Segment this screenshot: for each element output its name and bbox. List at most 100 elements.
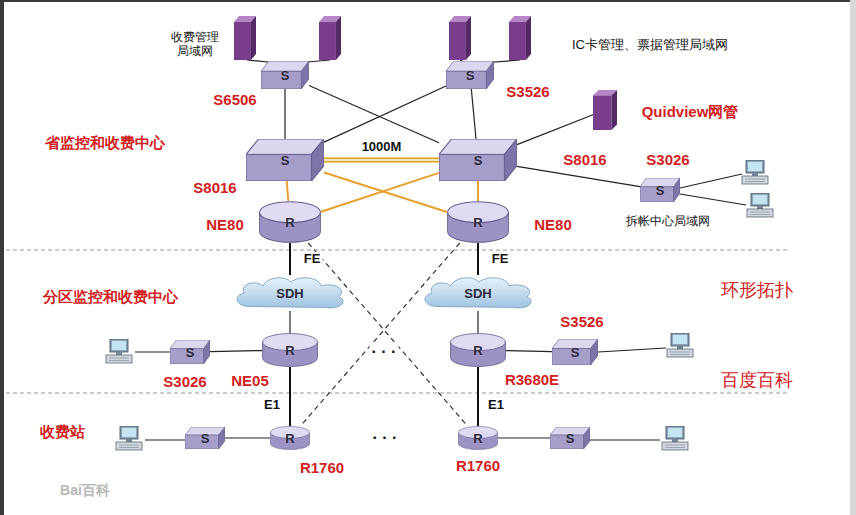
annotation-text: 拆帐中心局域网 [626, 215, 710, 229]
pc-icon [747, 193, 773, 217]
annotation-text: 环形拓扑 [721, 280, 793, 301]
server-shape [593, 90, 617, 130]
switch-shape [246, 139, 324, 181]
server-icon [509, 16, 531, 60]
device-model: S3026 [644, 152, 691, 169]
device-letter: R [450, 333, 506, 367]
network-link [477, 311, 478, 333]
pc-icon [106, 339, 132, 363]
switch-node: SS3026 [170, 340, 210, 364]
switch-node: S [185, 427, 225, 449]
annotation-text: 收费站 [40, 423, 85, 440]
switch-node: SS3526 [446, 61, 494, 89]
network-link [284, 89, 285, 139]
device-letter: R [458, 426, 498, 450]
network-link [498, 437, 550, 438]
cloud-node: SDH [418, 275, 538, 311]
device-model: R3680E [503, 372, 561, 389]
switch-node: S [550, 427, 590, 449]
device-model: NE80 [532, 217, 574, 234]
switch-node: SS8016 [439, 139, 517, 181]
network-name: SDH [418, 275, 538, 311]
device-model: S3526 [558, 314, 605, 331]
router-node: RNE05 [262, 333, 318, 367]
network-link [309, 86, 439, 143]
server-icon [449, 16, 471, 60]
server-icon [319, 16, 341, 60]
zone-separator [6, 250, 790, 251]
annotation-text: 百度百科 [721, 370, 793, 391]
network-link [477, 243, 479, 275]
network-name: SDH [230, 275, 350, 311]
network-link [289, 243, 291, 275]
double-line-inner [324, 159, 439, 160]
device-model: R1760 [454, 458, 502, 475]
switch-shape [170, 340, 210, 364]
network-link [289, 311, 290, 333]
network-link [289, 367, 291, 426]
server-node: Quidview网管 [593, 90, 617, 130]
device-letter: S [185, 427, 225, 449]
annotation-text: IC卡管理、票据管理局域网 [572, 38, 728, 53]
network-link [324, 158, 439, 163]
router-shape [448, 202, 509, 243]
backup-link [308, 243, 467, 426]
cloud-shape [425, 278, 531, 308]
router-node: RR1760 [270, 426, 310, 450]
link-label: E1 [486, 397, 506, 411]
switch-shape [185, 427, 225, 449]
switch-shape [439, 139, 517, 181]
router-shape [451, 334, 506, 367]
device-letter: S [640, 178, 680, 202]
lan-wires [135, 60, 746, 440]
router-node: RR1760 [458, 426, 498, 450]
network-link [471, 89, 476, 139]
device-model: R1760 [298, 460, 346, 477]
pc-icon [667, 333, 693, 357]
switch-node: SS3026 [640, 178, 680, 202]
network-link [287, 181, 289, 201]
network-link [225, 437, 270, 438]
network-link [321, 173, 439, 212]
switch-node: SS6506 [261, 61, 309, 89]
annotation-text: 省监控和收费中心 [45, 134, 165, 151]
router-node: RNE80 [259, 201, 321, 243]
frame-edge [850, 0, 856, 515]
switch-shape [446, 61, 494, 89]
device-letter: R [270, 426, 310, 450]
pc-icon [662, 426, 688, 450]
device-model: S3526 [504, 84, 551, 101]
device-letter: R [259, 201, 321, 243]
device-model: S6506 [211, 92, 258, 109]
link-label: FE [302, 252, 323, 266]
router-shape [458, 426, 497, 449]
device-letter: S [550, 427, 590, 449]
network-link [324, 86, 446, 142]
device-model: Quidview网管 [640, 104, 741, 121]
annotation-text: · · · [370, 343, 399, 361]
annotation-text: · · · [371, 429, 400, 447]
server-icon [593, 90, 617, 130]
router-shape [270, 426, 309, 449]
cloud-shape [237, 278, 343, 308]
device-model: S8016 [561, 152, 608, 169]
switch-shape [552, 339, 598, 365]
switch-shape [261, 61, 309, 89]
device-letter: S [170, 340, 210, 364]
zone-separator [6, 393, 790, 394]
network-link [324, 173, 447, 213]
pc-icon [116, 426, 142, 450]
cloud-node: SDH [230, 275, 350, 311]
device-model: S3026 [161, 374, 208, 391]
annotation-text: Bai百科 [60, 482, 110, 498]
switch-shape [640, 178, 680, 202]
device-model: NE05 [229, 373, 271, 390]
network-link [477, 367, 479, 426]
network-link [517, 115, 593, 145]
link-label: E1 [262, 397, 282, 411]
router-shape [263, 334, 318, 367]
